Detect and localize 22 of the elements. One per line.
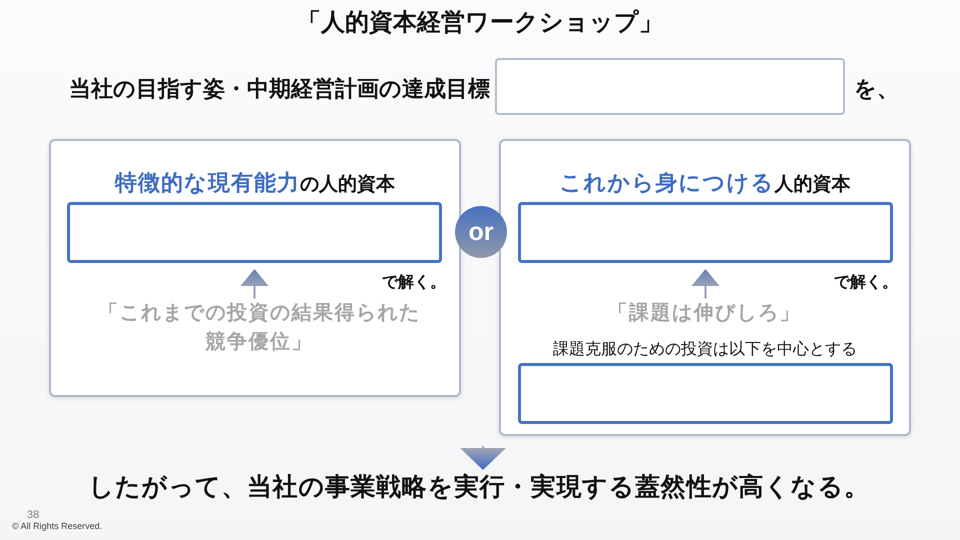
panel-card — [49, 139, 461, 397]
sentence-text: を、 — [854, 75, 899, 103]
caption-text: で解く。 — [382, 273, 446, 293]
answer-box — [495, 58, 845, 115]
answer-box — [67, 202, 442, 263]
triangle-arrow — [692, 269, 720, 298]
quote-text: 「課題は伸びしろ」 — [540, 298, 868, 328]
sentence-text: 当社の目指す姿・中期経営計画の達成目標 — [69, 75, 490, 103]
caption-text: 課題克服のための投資は以下を中心とする — [553, 340, 857, 360]
page-number: 38 — [27, 508, 40, 522]
copyright-text: © All Rights Reserved. — [12, 520, 102, 532]
panel-heading: 特徴的な現有能力の人的資本 — [115, 169, 395, 197]
panel-card — [499, 139, 911, 436]
answer-box — [518, 202, 893, 263]
triangle-arrow — [240, 269, 268, 298]
caption-text: で解く。 — [834, 273, 898, 293]
conclusion-text: したがって、当社の事業戦略を実行・実現する蓋然性が高くなる。 — [88, 472, 870, 502]
triangle-arrow — [460, 446, 506, 470]
panel-heading: これから身につける人的資本 — [560, 169, 850, 197]
answer-box — [518, 363, 893, 424]
quote-text: 「これまでの投資の結果得られた競争優位」 — [95, 298, 423, 356]
title: 「人的資本経営ワークショップ」 — [297, 8, 663, 38]
